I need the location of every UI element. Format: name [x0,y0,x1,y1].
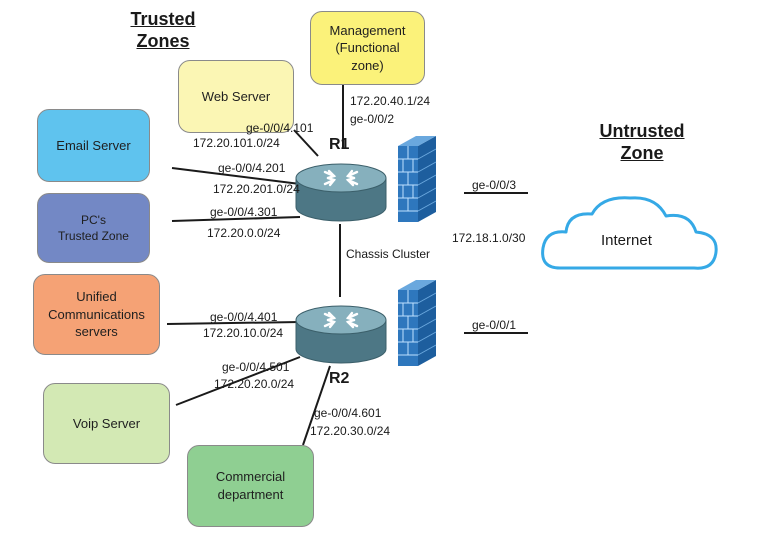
pcs-trusted-zone-node: PC's Trusted Zone [37,193,150,263]
link-email [171,167,301,185]
router-r2 [295,305,387,364]
router-r1 [295,163,387,222]
link-web [293,129,319,157]
web-ip-label: 172.20.101.0/24 [193,136,280,150]
email-server-node: Email Server [37,109,150,182]
trusted-zones-heading-line1: Trusted [130,9,196,29]
pcs-ip-label: 172.20.0.0/24 [207,226,281,240]
mgmt-interface-label: ge-0/0/2 [350,112,395,126]
fw1-interface-label: ge-0/0/3 [472,178,517,192]
web-server-node: Web Server [178,60,294,133]
untrusted-zone-heading-line2: Zone [620,142,664,163]
firewall-1 [398,136,437,222]
management-node: Management (Functional zone) [310,11,425,85]
email-interface-label: ge-0/0/4.201 [218,161,286,175]
voip-interface-label: ge-0/0/4.501 [222,360,290,374]
link-voip [175,356,301,406]
mgmt-ip-label: 172.20.40.1/24 [350,94,431,108]
router-r1-label: R1 [329,136,350,153]
internet-cloud [541,196,718,270]
commercial-interface-label: ge-0/0/4.601 [314,406,382,420]
fw2-interface-label: ge-0/0/1 [472,318,517,332]
link-commercial [302,365,331,446]
pcs-interface-label: ge-0/0/4.301 [210,205,278,219]
untrusted-zone-heading: Untrusted Zone [586,121,698,164]
voip-server-node: Voip Server [43,383,170,464]
unified-communications-node: Unified Communications servers [33,274,160,355]
commercial-department-node: Commercial department [187,445,314,527]
email-ip-label: 172.20.201.0/24 [213,182,300,196]
web-interface-label: ge-0/0/4.101 [246,121,314,135]
unified-interface-label: ge-0/0/4.401 [210,310,278,324]
link-pcs [171,216,301,222]
trusted-zones-heading-line2: Zones [136,30,190,51]
unified-ip-label: 172.20.10.0/24 [203,326,284,340]
firewall-2 [398,280,437,366]
chassis-cluster-label: Chassis Cluster [346,247,431,261]
internet-label: Internet [601,232,652,249]
trusted-zones-heading: Trusted Zones [118,9,208,52]
router-r2-label: R2 [329,370,350,387]
commercial-ip-label: 172.20.30.0/24 [310,424,391,438]
untrusted-zone-heading-line1: Untrusted [599,121,685,141]
link-unified [166,321,301,325]
voip-ip-label: 172.20.20.0/24 [214,377,295,391]
wan-subnet-label: 172.18.1.0/30 [452,231,526,245]
